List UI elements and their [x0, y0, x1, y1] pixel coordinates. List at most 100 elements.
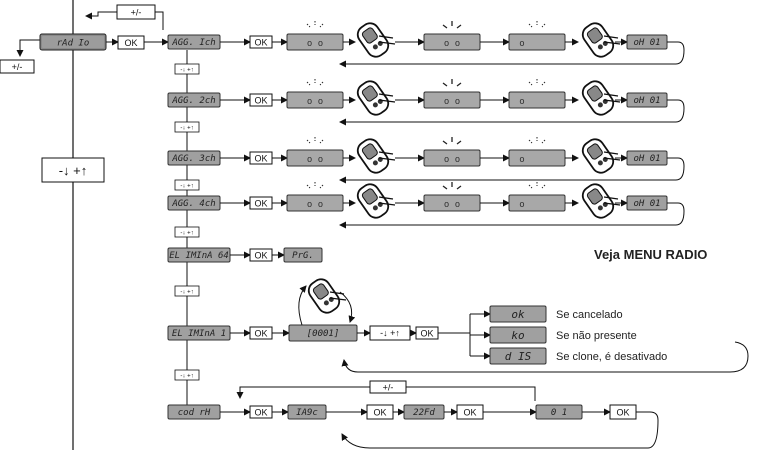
agg-4ch-display[interactable]: AGG. 4ch: [168, 196, 220, 210]
row-elimina-64: EL IMInA 64 OK PrG.: [168, 248, 322, 262]
down-up-small-3[interactable]: -↓ +↑: [175, 180, 199, 190]
row-cod-rx: +/- cod rH OK IA9c OK 22Fd OK 0 1: [168, 381, 658, 448]
agg-1ch-display[interactable]: AGG. Ich: [168, 35, 220, 49]
clone-note: Se clone, é desativado: [556, 351, 667, 363]
svg-text:o: o: [519, 155, 524, 165]
plus-minus-codrx[interactable]: +/-: [370, 381, 406, 393]
left-down-up-label: -↓ +↑: [59, 163, 88, 178]
down-up-small-6[interactable]: -↓ +↑: [175, 370, 199, 380]
display-1b-text: o o: [444, 39, 460, 49]
not-present-note: Se não presente: [556, 330, 637, 342]
ok-button-codrx-1[interactable]: OK: [250, 406, 272, 418]
svg-text:-↓ +↑: -↓ +↑: [180, 374, 193, 380]
ok-button-row-3[interactable]: OK: [250, 152, 272, 164]
ok-label: OK: [254, 329, 267, 339]
ok-button-elimina-1[interactable]: OK: [250, 327, 272, 339]
svg-text:o o: o o: [307, 155, 323, 165]
ok-button-codrx-4[interactable]: OK: [610, 405, 636, 419]
svg-text:o o: o o: [444, 97, 460, 107]
remote-icon: [579, 20, 620, 60]
ok-button-elimina-64[interactable]: OK: [250, 249, 272, 261]
row-agg-3: AGG. 3ch OK o o o o o oH 01: [168, 136, 684, 180]
display-1c: [509, 34, 565, 50]
down-up-small-4[interactable]: -↓ +↑: [175, 227, 199, 237]
ok-label: OK: [254, 251, 267, 261]
radio-menu-display[interactable]: rAd Io: [40, 34, 106, 50]
down-up-button-elimina[interactable]: -↓ +↑: [370, 326, 410, 340]
radio-menu-label: rAd Io: [57, 39, 90, 49]
remote-icon: [354, 181, 395, 221]
plus-minus-label: +/-: [131, 8, 142, 18]
down-up-small-2[interactable]: -↓ +↑: [175, 122, 199, 132]
prg-label: PrG.: [292, 251, 314, 261]
ok-label: OK: [463, 408, 476, 418]
remote-icon: [354, 136, 395, 176]
svg-text:-↓ +↑: -↓ +↑: [180, 68, 193, 74]
ok-label: OK: [254, 38, 267, 48]
svg-text:oH 01: oH 01: [633, 199, 660, 209]
menu-radio-link[interactable]: Veja MENU RADIO: [594, 247, 707, 262]
svg-text:+/-: +/-: [383, 383, 394, 393]
ok-button-elimina-1b[interactable]: OK: [416, 327, 438, 339]
remote-icon: [579, 181, 620, 221]
down-up-small-5[interactable]: -↓ +↑: [175, 286, 199, 296]
svg-text:o o: o o: [444, 200, 460, 210]
ok-button-radio[interactable]: OK: [118, 36, 144, 49]
ok-label: OK: [254, 154, 267, 164]
row-elimina-1: EL IMInA 1 OK [0001] -↓ +↑ OK ok: [168, 276, 748, 372]
svg-text:22Fd: 22Fd: [413, 408, 435, 418]
remote-icon: [354, 78, 395, 118]
svg-text:0 1: 0 1: [551, 408, 567, 418]
elimina-1-label: EL IMInA 1: [172, 329, 226, 339]
svg-text:o o: o o: [307, 97, 323, 107]
ok-button-row-1[interactable]: OK: [250, 36, 272, 48]
svg-text:-↓ +↑: -↓ +↑: [180, 290, 193, 296]
left-down-up-button[interactable]: -↓ +↑: [42, 158, 104, 182]
svg-text:oH 01: oH 01: [633, 154, 660, 164]
row-agg-2: AGG. 2ch OK o o o o o oH 01: [168, 78, 684, 122]
svg-text:o: o: [519, 97, 524, 107]
ok-button-codrx-3[interactable]: OK: [457, 405, 483, 419]
ok-button-codrx-2[interactable]: OK: [367, 405, 393, 419]
agg-2ch-display[interactable]: AGG. 2ch: [168, 93, 220, 107]
svg-text:IA9c: IA9c: [296, 408, 318, 418]
display-3c: [509, 150, 565, 166]
ok-label: OK: [373, 408, 386, 418]
display-1c-text: o: [519, 39, 524, 49]
remote-icon: [354, 20, 395, 60]
svg-text:ok: ok: [511, 308, 525, 321]
svg-text:o o: o o: [444, 155, 460, 165]
left-plus-minus[interactable]: +/-: [0, 60, 34, 73]
remote-icon: [305, 276, 346, 316]
agg-3ch-label: AGG. 3ch: [171, 154, 215, 164]
agg-3ch-display[interactable]: AGG. 3ch: [168, 151, 220, 165]
svg-text:o: o: [519, 200, 524, 210]
svg-text:oH 01: oH 01: [633, 96, 660, 106]
row-agg-1: AGG. Ich OK o o o o o oH 01: [168, 20, 684, 64]
svg-text:-↓ +↑: -↓ +↑: [180, 231, 193, 237]
display-2c: [509, 92, 565, 108]
display-1a-text: o o: [307, 39, 323, 49]
cod-rx-label: cod rH: [178, 408, 211, 418]
top-plus-minus[interactable]: +/-: [117, 5, 155, 19]
code-label: [0001]: [307, 329, 340, 339]
cod-rx-display[interactable]: cod rH: [168, 405, 220, 419]
display-4c: [509, 195, 565, 211]
left-plus-minus-label: +/-: [12, 62, 23, 72]
svg-text:d IS: d IS: [505, 350, 532, 363]
ok-button-row-2[interactable]: OK: [250, 94, 272, 106]
ok-label: OK: [420, 329, 433, 339]
elimina-64-label: EL IMInA 64: [169, 251, 229, 261]
agg-4ch-label: AGG. 4ch: [171, 199, 215, 209]
ok-label: OK: [616, 408, 629, 418]
elimina-1-display[interactable]: EL IMInA 1: [168, 326, 230, 340]
ok-label: OK: [254, 408, 267, 418]
agg-2ch-label: AGG. 2ch: [171, 96, 215, 106]
svg-text:-↓ +↑: -↓ +↑: [180, 126, 193, 132]
elimina-64-display[interactable]: EL IMInA 64: [168, 248, 230, 262]
ok-button-row-4[interactable]: OK: [250, 197, 272, 209]
ok-label: OK: [254, 96, 267, 106]
svg-text:ko: ko: [511, 329, 524, 342]
down-up-small-1[interactable]: -↓ +↑: [175, 64, 199, 74]
